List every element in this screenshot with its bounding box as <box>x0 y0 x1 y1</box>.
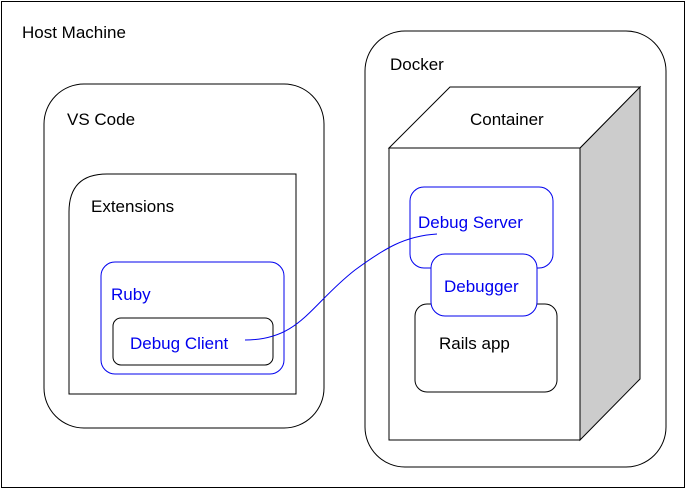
debugger-box <box>430 253 538 317</box>
debug-client-label: Debug Client <box>130 334 229 353</box>
container-cube-side <box>579 85 641 442</box>
debug-server-label: Debug Server <box>418 213 523 232</box>
container-label: Container <box>470 110 544 129</box>
rails-app-label: Rails app <box>439 334 510 353</box>
ruby-label: Ruby <box>111 285 151 304</box>
extensions-label: Extensions <box>91 197 174 216</box>
docker-label: Docker <box>390 55 444 74</box>
debugger-label: Debugger <box>444 277 519 296</box>
connection-curve <box>244 233 438 341</box>
host-machine-label: Host Machine <box>22 23 126 42</box>
vs-code-label: VS Code <box>67 110 135 129</box>
debug-client-box <box>112 317 274 366</box>
